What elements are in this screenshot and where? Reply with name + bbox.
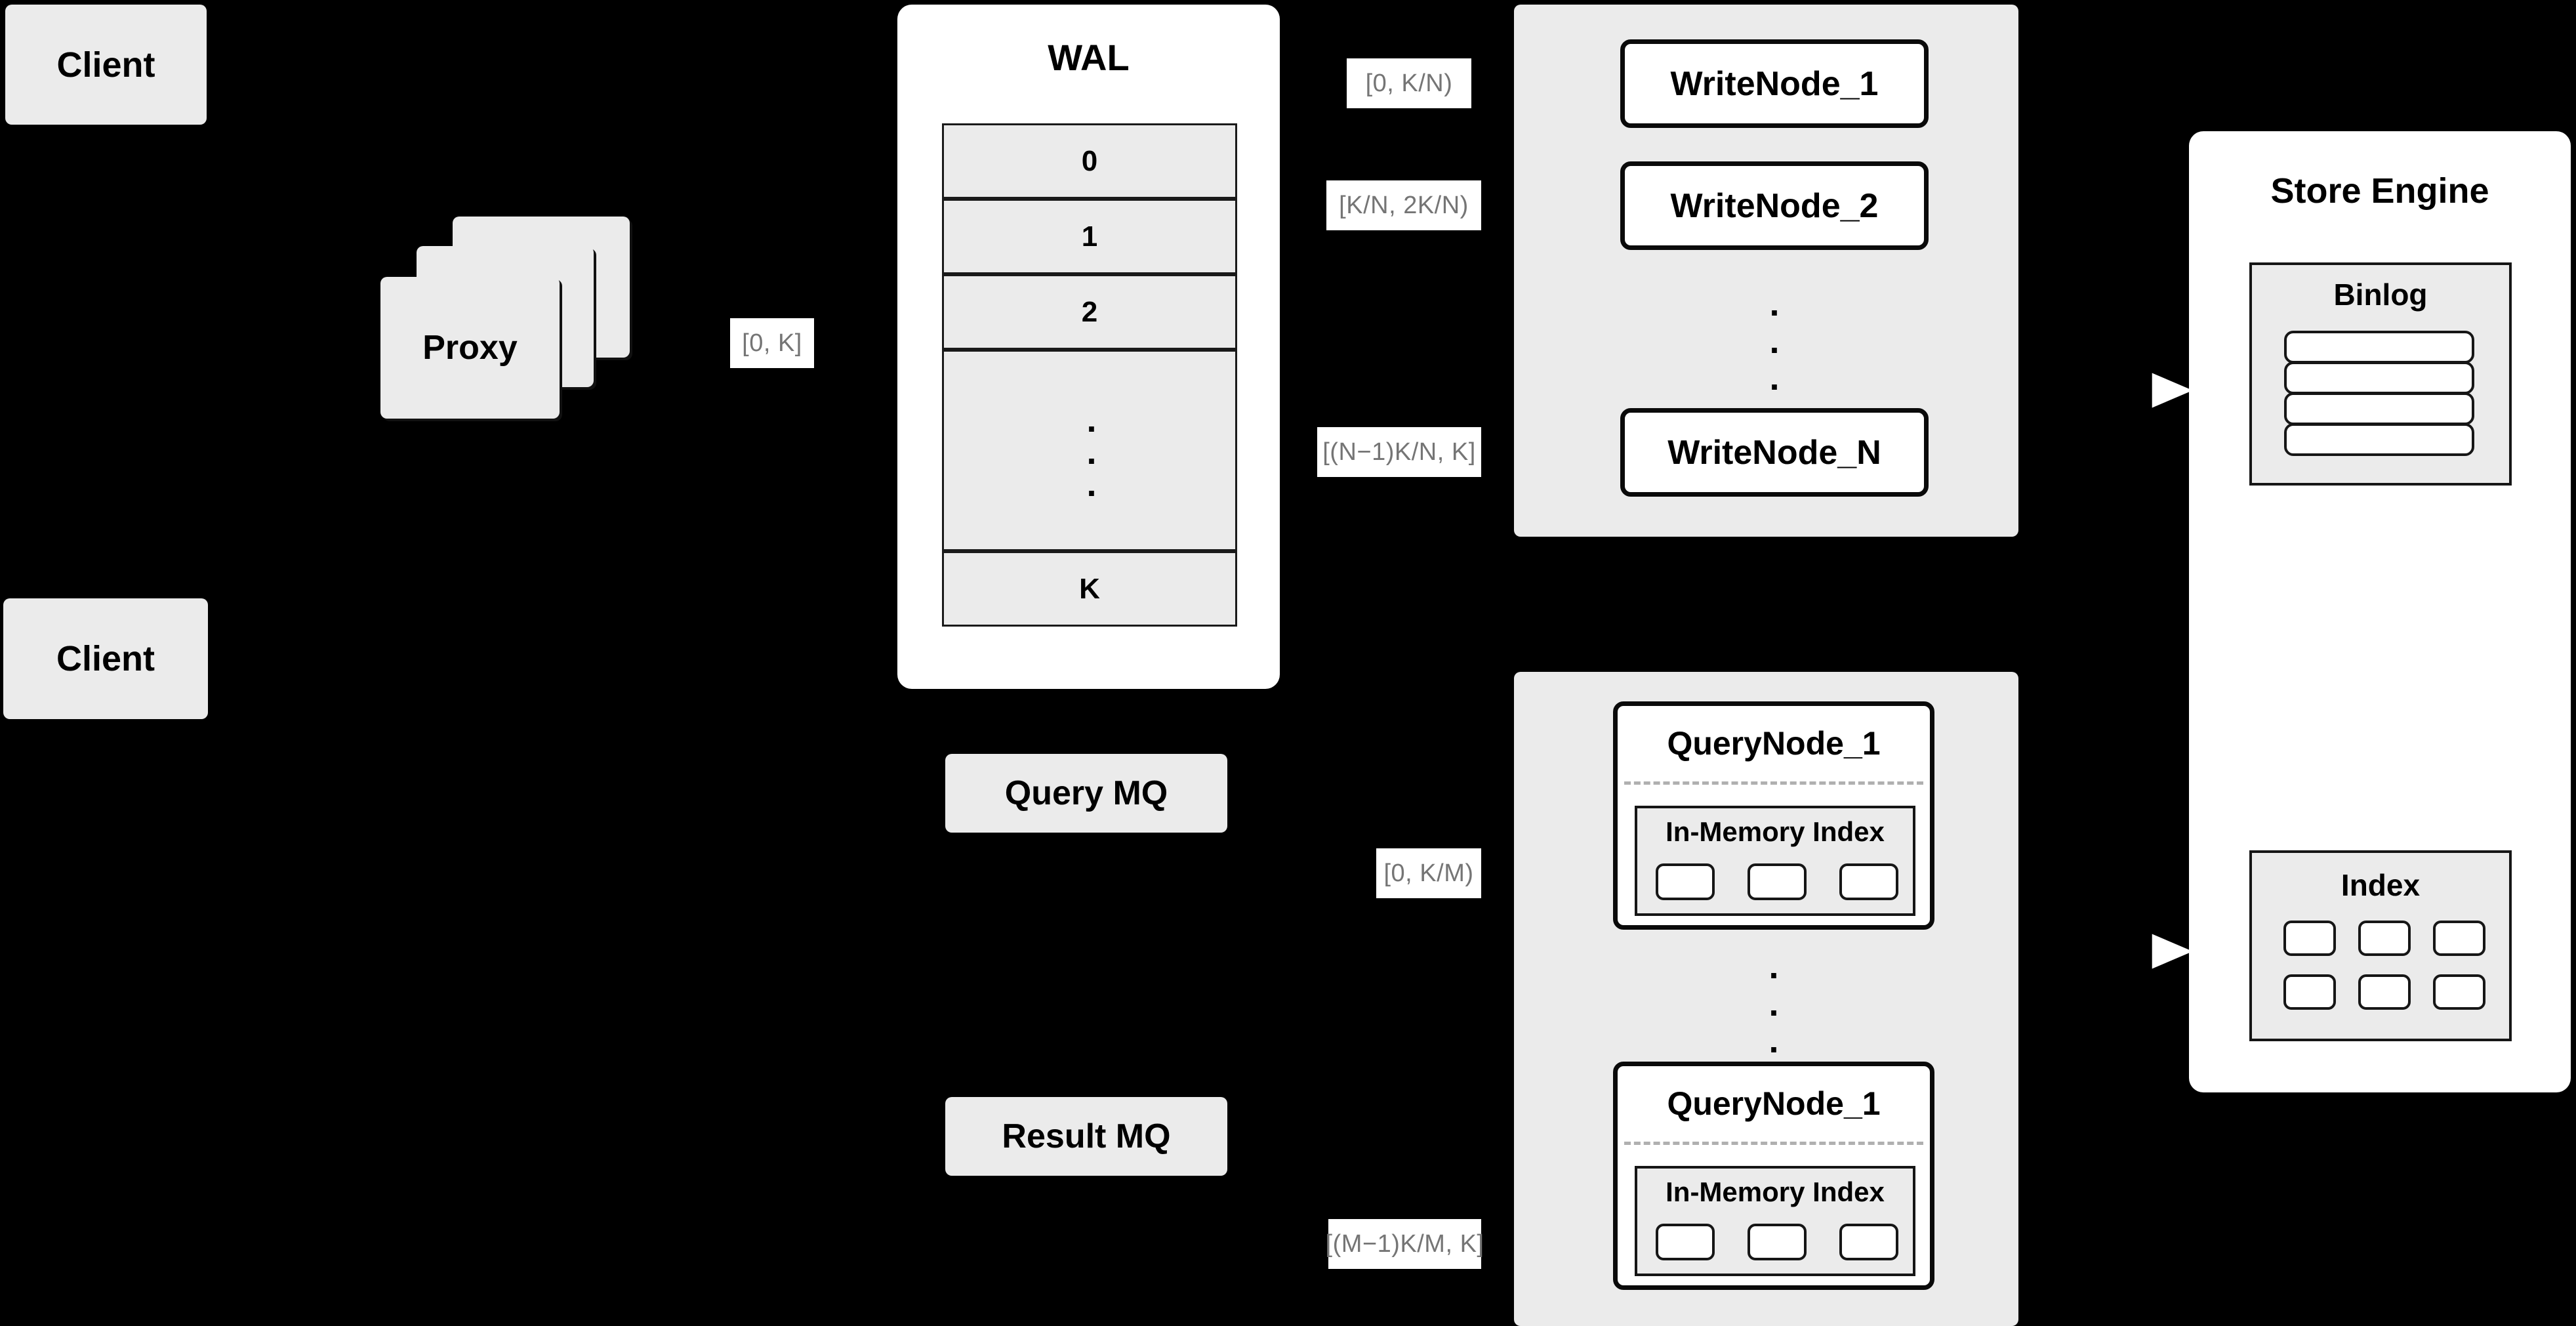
index-slot (1839, 1224, 1898, 1260)
wal-ellipsis-dots: ... (1086, 400, 1097, 504)
index-slot (1839, 863, 1898, 900)
binlog-row (2284, 392, 2474, 425)
query-node-group-ellipsis: ... (1768, 946, 1779, 1061)
write-node-1[interactable]: WriteNode_1 (1620, 39, 1929, 128)
client-box-2[interactable]: Client (3, 598, 208, 719)
query-node-1[interactable]: QueryNode_1 In-Memory Index (1613, 701, 1934, 930)
in-memory-index-box: In-Memory Index (1635, 806, 1915, 916)
write-node-n[interactable]: WriteNode_N (1620, 408, 1929, 497)
store-engine-title: Store Engine (2270, 171, 2489, 211)
query-node-separator (1624, 781, 1923, 785)
index-slot (2358, 974, 2411, 1010)
index-slot (1656, 1224, 1715, 1260)
result-mq-label: Result MQ (1002, 1117, 1171, 1155)
query-node-label: QueryNode_1 (1667, 725, 1881, 762)
query-mq-label: Query MQ (1004, 774, 1168, 812)
binlog-row (2284, 423, 2474, 456)
client-box-1[interactable]: Client (5, 5, 207, 125)
proxy-stack-front[interactable]: Proxy (380, 277, 560, 419)
binlog-title: Binlog (2333, 278, 2428, 312)
binlog-row (2284, 362, 2474, 394)
range-label-write-node-1: [0, K/N) (1347, 58, 1471, 108)
in-memory-index-label: In-Memory Index (1666, 1176, 1885, 1207)
result-mq-box[interactable]: Result MQ (945, 1097, 1227, 1176)
proxy-label: Proxy (422, 329, 518, 367)
query-node-label: QueryNode_1 (1667, 1085, 1881, 1122)
index-slot (2283, 921, 2336, 956)
index-slot (1748, 1224, 1807, 1260)
in-memory-index-box: In-Memory Index (1635, 1166, 1915, 1276)
client-label: Client (56, 45, 155, 85)
index-slot (2433, 921, 2485, 956)
wal-cell-2: 2 (942, 274, 1237, 350)
binlog-box: Binlog (2249, 262, 2512, 486)
range-label-proxy-to-wal: [0, K] (730, 318, 814, 368)
proxy-stack[interactable]: Proxy (380, 217, 669, 433)
client-label: Client (56, 639, 155, 678)
write-node-label: WriteNode_1 (1670, 64, 1879, 103)
write-node-label: WriteNode_N (1667, 433, 1881, 472)
range-label-query-node-1: [0, K/M) (1376, 848, 1481, 898)
wal-cell-0: 0 (942, 123, 1237, 199)
index-slot (2283, 974, 2336, 1010)
in-memory-index-label: In-Memory Index (1666, 816, 1885, 847)
index-slot (2433, 974, 2485, 1010)
write-node-group-ellipsis: ... (1769, 283, 1780, 398)
query-node-m[interactable]: QueryNode_1 In-Memory Index (1613, 1062, 1934, 1290)
wal-title: WAL (1048, 37, 1130, 78)
write-node-label: WriteNode_2 (1670, 186, 1879, 225)
binlog-row (2284, 331, 2474, 363)
index-box: Index (2249, 850, 2512, 1041)
wal-cell-1: 1 (942, 199, 1237, 274)
query-node-separator (1624, 1142, 1923, 1145)
wal-cell-k: K (942, 551, 1237, 627)
range-label-query-node-m: [(M−1)K/M, K] (1326, 1219, 1484, 1269)
query-mq-box[interactable]: Query MQ (945, 754, 1227, 833)
index-slot (1656, 863, 1715, 900)
write-node-2[interactable]: WriteNode_2 (1620, 161, 1929, 250)
range-label-write-node-2: [K/N, 2K/N) (1326, 180, 1481, 230)
index-slot (1748, 863, 1807, 900)
index-slot (2358, 921, 2411, 956)
range-label-text: [0, K] (742, 329, 802, 357)
range-label-write-node-n: [(N−1)K/N, K] (1317, 427, 1481, 477)
index-title: Index (2341, 868, 2421, 902)
wal-cell-ellipsis: ... (942, 350, 1237, 551)
